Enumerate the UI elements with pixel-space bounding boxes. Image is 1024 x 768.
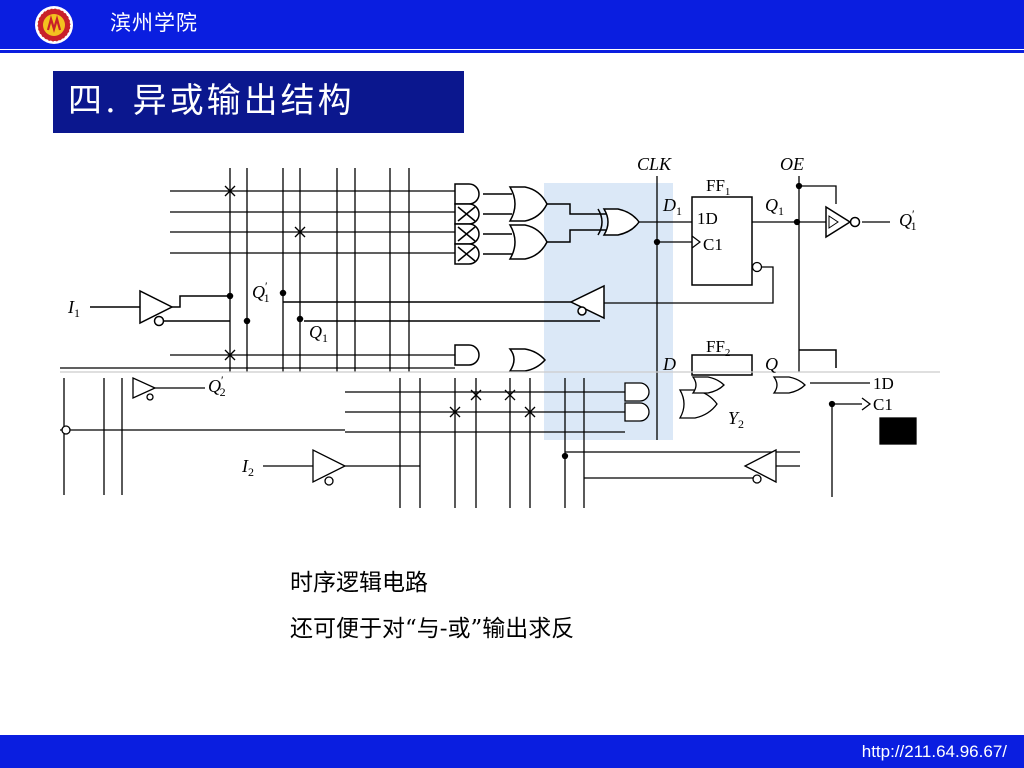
- svg-text:C1: C1: [703, 235, 723, 254]
- or-gates-1: [483, 186, 548, 260]
- note-sequential-logic: 时序逻辑电路: [290, 570, 428, 596]
- garbled-second-stage: [60, 371, 940, 508]
- header-rule: [0, 50, 1024, 53]
- svg-text:Q′1: Q′1: [252, 279, 270, 305]
- footer-bar: http://211.64.96.67/: [0, 735, 1024, 768]
- footer-url[interactable]: http://211.64.96.67/: [861, 742, 1007, 761]
- and-gates-1: [454, 183, 480, 265]
- input-lines: [60, 168, 455, 372]
- circuit-labels: CLK OE D1 Q1 Q′1 Q′1 Q1 I1 D Q Q′2 Y2 I2…: [67, 154, 917, 479]
- xor-output-circuit-diagram: FF1 1D C1: [60, 154, 940, 508]
- svg-text:Y2: Y2: [728, 408, 744, 431]
- svg-text:D1: D1: [662, 195, 682, 218]
- svg-text:C1: C1: [873, 395, 893, 414]
- svg-text:I2: I2: [241, 456, 254, 479]
- svg-text:FF2: FF2: [706, 337, 730, 359]
- svg-text:I1: I1: [67, 297, 80, 320]
- clk-and-oe-lines: [653, 176, 890, 440]
- svg-text:D: D: [662, 354, 676, 374]
- school-emblem-icon: [35, 6, 73, 44]
- feedback-buffer-1: [279, 284, 605, 323]
- programmable-fuse-marks: [224, 185, 306, 361]
- svg-text:FF1: FF1: [706, 176, 730, 198]
- input-buffer-i1: [90, 289, 251, 327]
- svg-text:Q1: Q1: [309, 322, 328, 345]
- svg-text:Q′2: Q′2: [208, 373, 226, 399]
- school-name: 滨州学院: [110, 11, 198, 35]
- header: 滨州学院: [0, 0, 1024, 56]
- svg-text:Q′1: Q′1: [899, 207, 917, 233]
- svg-text:CLK: CLK: [637, 154, 672, 174]
- output-buffer-1: [825, 205, 861, 239]
- slide-notes: 时序逻辑电路 还可便于对“与-或”输出求反: [290, 564, 730, 656]
- svg-text:OE: OE: [780, 154, 804, 174]
- svg-text:1D: 1D: [873, 374, 894, 393]
- slide-title: 四. 异或输出结构: [68, 81, 355, 121]
- svg-text:Q: Q: [765, 354, 778, 374]
- and-or-gates-2: FF2: [454, 337, 837, 376]
- xor-gate-1: [547, 203, 640, 243]
- note-and-or-inversion: 还可便于对“与-或”输出求反: [290, 616, 575, 642]
- svg-text:1D: 1D: [697, 209, 718, 228]
- svg-text:Q1: Q1: [765, 195, 784, 218]
- slide-title-box: 四. 异或输出结构: [53, 71, 464, 133]
- header-bar: [0, 0, 1024, 49]
